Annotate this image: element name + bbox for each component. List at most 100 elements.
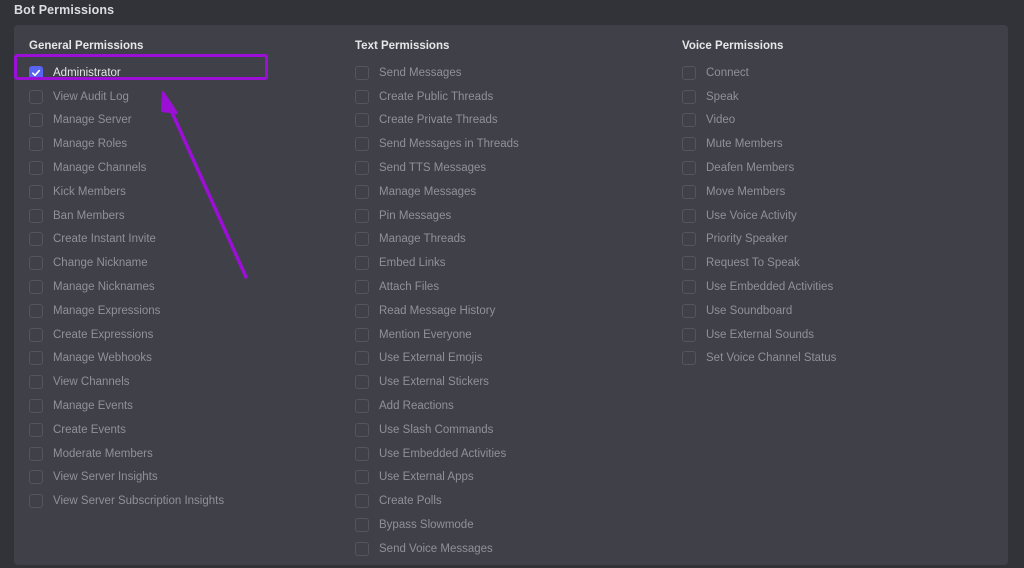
permission-item-create-public-threads[interactable]: Create Public Threads <box>355 85 519 109</box>
permission-item-request-to-speak[interactable]: Request To Speak <box>682 251 836 275</box>
permission-item-create-instant-invite[interactable]: Create Instant Invite <box>29 228 224 252</box>
checkbox-use-embedded-activities[interactable] <box>682 280 696 295</box>
permission-item-attach-files[interactable]: Attach Files <box>355 275 519 299</box>
permission-item-manage-events[interactable]: Manage Events <box>29 394 224 418</box>
checkbox-manage-nicknames[interactable] <box>29 280 43 295</box>
permission-item-use-soundboard[interactable]: Use Soundboard <box>682 299 836 323</box>
permission-item-use-external-emojis[interactable]: Use External Emojis <box>355 347 519 371</box>
checkbox-use-external-apps[interactable] <box>355 470 369 485</box>
checkbox-video[interactable] <box>682 113 696 128</box>
checkbox-view-server-subscription-insights[interactable] <box>29 494 43 509</box>
permission-item-moderate-members[interactable]: Moderate Members <box>29 442 224 466</box>
permission-item-add-reactions[interactable]: Add Reactions <box>355 394 519 418</box>
checkbox-use-external-sounds[interactable] <box>682 327 696 342</box>
permission-item-view-server-subscription-insights[interactable]: View Server Subscription Insights <box>29 489 224 513</box>
checkbox-use-voice-activity[interactable] <box>682 208 696 223</box>
checkbox-send-voice-messages[interactable] <box>355 541 369 556</box>
permission-item-kick-members[interactable]: Kick Members <box>29 180 224 204</box>
checkbox-kick-members[interactable] <box>29 184 43 199</box>
checkbox-send-messages-in-threads[interactable] <box>355 137 369 152</box>
checkbox-manage-channels[interactable] <box>29 161 43 176</box>
permission-item-use-embedded-activities[interactable]: Use Embedded Activities <box>682 275 836 299</box>
checkbox-priority-speaker[interactable] <box>682 232 696 247</box>
checkbox-change-nickname[interactable] <box>29 256 43 271</box>
permission-item-send-voice-messages[interactable]: Send Voice Messages <box>355 537 519 561</box>
checkbox-embed-links[interactable] <box>355 256 369 271</box>
permission-item-view-audit-log[interactable]: View Audit Log <box>29 85 224 109</box>
permission-item-embed-links[interactable]: Embed Links <box>355 251 519 275</box>
checkbox-mention-everyone[interactable] <box>355 327 369 342</box>
checkbox-manage-messages[interactable] <box>355 184 369 199</box>
permission-item-use-external-stickers[interactable]: Use External Stickers <box>355 370 519 394</box>
checkbox-mute-members[interactable] <box>682 137 696 152</box>
permission-item-bypass-slowmode[interactable]: Bypass Slowmode <box>355 513 519 537</box>
checkbox-use-external-stickers[interactable] <box>355 375 369 390</box>
permission-item-move-members[interactable]: Move Members <box>682 180 836 204</box>
checkbox-view-channels[interactable] <box>29 375 43 390</box>
permission-item-create-private-threads[interactable]: Create Private Threads <box>355 109 519 133</box>
checkbox-manage-webhooks[interactable] <box>29 351 43 366</box>
checkbox-use-external-emojis[interactable] <box>355 351 369 366</box>
permission-item-use-voice-activity[interactable]: Use Voice Activity <box>682 204 836 228</box>
checkbox-pin-messages[interactable] <box>355 208 369 223</box>
checkbox-manage-events[interactable] <box>29 399 43 414</box>
checkbox-move-members[interactable] <box>682 184 696 199</box>
checkbox-bypass-slowmode[interactable] <box>355 518 369 533</box>
permission-item-ban-members[interactable]: Ban Members <box>29 204 224 228</box>
permission-item-send-tts-messages[interactable]: Send TTS Messages <box>355 156 519 180</box>
permission-item-speak[interactable]: Speak <box>682 85 836 109</box>
permission-item-create-events[interactable]: Create Events <box>29 418 224 442</box>
checkbox-create-events[interactable] <box>29 422 43 437</box>
checkbox-manage-threads[interactable] <box>355 232 369 247</box>
checkbox-use-soundboard[interactable] <box>682 303 696 318</box>
checkbox-send-messages[interactable] <box>355 65 369 80</box>
permission-item-manage-server[interactable]: Manage Server <box>29 109 224 133</box>
permission-item-manage-threads[interactable]: Manage Threads <box>355 228 519 252</box>
checkbox-request-to-speak[interactable] <box>682 256 696 271</box>
checkbox-use-slash-commands[interactable] <box>355 422 369 437</box>
permission-item-create-expressions[interactable]: Create Expressions <box>29 323 224 347</box>
permission-item-send-messages[interactable]: Send Messages <box>355 61 519 85</box>
checkbox-speak[interactable] <box>682 89 696 104</box>
permission-item-manage-nicknames[interactable]: Manage Nicknames <box>29 275 224 299</box>
permission-item-view-server-insights[interactable]: View Server Insights <box>29 466 224 490</box>
permission-item-use-external-sounds[interactable]: Use External Sounds <box>682 323 836 347</box>
checkbox-manage-expressions[interactable] <box>29 303 43 318</box>
checkbox-deafen-members[interactable] <box>682 161 696 176</box>
checkbox-create-instant-invite[interactable] <box>29 232 43 247</box>
permission-item-priority-speaker[interactable]: Priority Speaker <box>682 228 836 252</box>
checkbox-manage-roles[interactable] <box>29 137 43 152</box>
permission-item-video[interactable]: Video <box>682 109 836 133</box>
permission-item-manage-roles[interactable]: Manage Roles <box>29 132 224 156</box>
permission-item-create-polls[interactable]: Create Polls <box>355 489 519 513</box>
permission-item-connect[interactable]: Connect <box>682 61 836 85</box>
permission-item-mute-members[interactable]: Mute Members <box>682 132 836 156</box>
checkbox-create-public-threads[interactable] <box>355 89 369 104</box>
permission-item-administrator[interactable]: Administrator <box>29 61 224 85</box>
checkbox-set-voice-channel-status[interactable] <box>682 351 696 366</box>
permission-item-use-embedded-activities[interactable]: Use Embedded Activities <box>355 442 519 466</box>
permission-item-change-nickname[interactable]: Change Nickname <box>29 251 224 275</box>
checkbox-create-polls[interactable] <box>355 494 369 509</box>
permission-item-send-messages-in-threads[interactable]: Send Messages in Threads <box>355 132 519 156</box>
checkbox-create-private-threads[interactable] <box>355 113 369 128</box>
permission-item-use-external-apps[interactable]: Use External Apps <box>355 466 519 490</box>
checkbox-administrator[interactable] <box>29 65 43 80</box>
checkbox-use-embedded-activities[interactable] <box>355 446 369 461</box>
permission-item-view-channels[interactable]: View Channels <box>29 370 224 394</box>
checkbox-send-tts-messages[interactable] <box>355 161 369 176</box>
permission-item-read-message-history[interactable]: Read Message History <box>355 299 519 323</box>
permission-item-set-voice-channel-status[interactable]: Set Voice Channel Status <box>682 347 836 371</box>
checkbox-create-expressions[interactable] <box>29 327 43 342</box>
permission-item-use-slash-commands[interactable]: Use Slash Commands <box>355 418 519 442</box>
permission-item-manage-webhooks[interactable]: Manage Webhooks <box>29 347 224 371</box>
permission-item-manage-channels[interactable]: Manage Channels <box>29 156 224 180</box>
checkbox-view-server-insights[interactable] <box>29 470 43 485</box>
checkbox-view-audit-log[interactable] <box>29 89 43 104</box>
checkbox-manage-server[interactable] <box>29 113 43 128</box>
checkbox-read-message-history[interactable] <box>355 303 369 318</box>
checkbox-connect[interactable] <box>682 65 696 80</box>
checkbox-add-reactions[interactable] <box>355 399 369 414</box>
permission-item-manage-messages[interactable]: Manage Messages <box>355 180 519 204</box>
checkbox-ban-members[interactable] <box>29 208 43 223</box>
